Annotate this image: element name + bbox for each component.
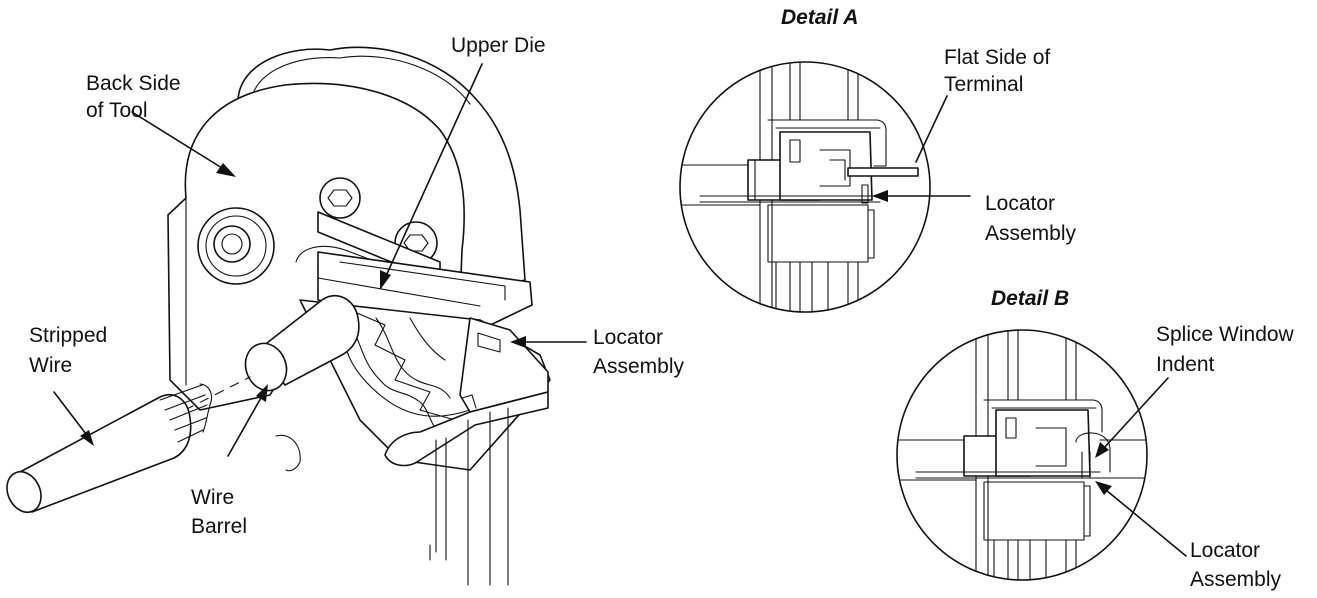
hex-screw-icon [319,177,361,219]
main-tool-illustration [6,46,551,586]
detail-b-title: Detail B [991,287,1069,310]
stripped-wire-part [19,393,192,513]
main-view-leaders [53,63,587,457]
detail-a-view [679,61,931,313]
detail-a-locator-label: Locator Assembly [985,192,1077,245]
splice-window-label: Splice Window Indent [1156,323,1300,376]
detail-a-title: Detail A [781,6,858,29]
wire-barrel-label: Wire Barrel [191,486,247,538]
upper-die-label: Upper Die [451,34,546,57]
handle-nose [384,391,549,467]
detail-b-leaders [1095,377,1187,557]
detail-b-locator-label: Locator Assembly [1190,539,1282,591]
detail-a-leaders [872,95,971,202]
insertion-path [184,376,251,411]
locator-assembly-label: Locator Assembly [593,326,685,378]
detail-b-view [896,329,1148,581]
back-side-label: Back Side of Tool [86,72,186,122]
stripped-wire-label: Stripped Wire [29,324,113,377]
upper-die-block [317,251,533,331]
pivot-bolt-icon [213,225,251,263]
flat-side-label: Flat Side of Terminal [944,46,1056,96]
